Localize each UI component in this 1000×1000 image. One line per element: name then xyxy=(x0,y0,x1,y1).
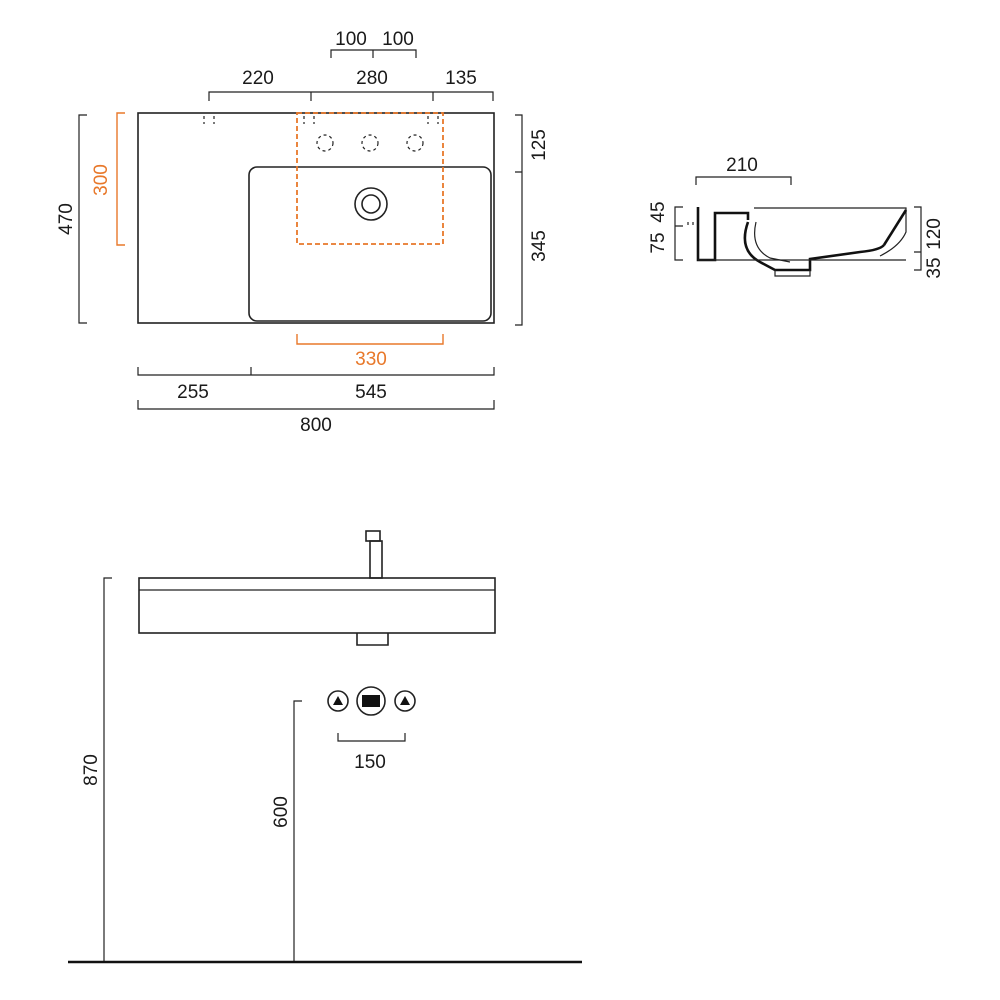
bowl-outline xyxy=(248,166,492,322)
section-back-wall xyxy=(696,207,750,262)
tap-hole-right xyxy=(406,134,424,152)
tap-spacing-right-label: 100 xyxy=(382,29,414,50)
bowl-offset-label: 210 xyxy=(726,155,758,176)
width-split-dimline xyxy=(137,367,495,376)
outlet-height-dimline xyxy=(293,700,302,962)
triangle-left-icon xyxy=(333,696,343,705)
section-rim xyxy=(754,207,907,257)
shelf-width-label: 255 xyxy=(177,382,209,403)
basin-top-outline xyxy=(137,112,495,324)
height-total-dimline xyxy=(78,114,87,324)
connector-right xyxy=(394,690,416,712)
offset-left-label: 220 xyxy=(242,68,274,89)
drain-inner xyxy=(361,194,381,214)
connector-spacing-dimline xyxy=(337,733,406,742)
rim-marks xyxy=(203,116,439,124)
tap-spacing-left-label: 100 xyxy=(335,29,367,50)
tap-zone-height-dimline xyxy=(116,112,125,246)
offset-dimline xyxy=(208,91,494,101)
section-bowl-inner xyxy=(754,221,791,263)
tap-spacing-dimline xyxy=(330,49,417,58)
tap-hole-center xyxy=(361,134,379,152)
section-marks xyxy=(687,222,694,225)
connector-spacing-label: 150 xyxy=(354,752,386,773)
bowl-width-label: 545 xyxy=(355,382,387,403)
square-center-icon xyxy=(362,695,380,707)
side-left-dimline xyxy=(674,206,683,261)
section-front-edge xyxy=(882,209,908,246)
total-width-label: 800 xyxy=(300,415,332,436)
faucet-body xyxy=(369,540,383,579)
side-section: 210 45 75 120 35 xyxy=(648,155,945,279)
side-right-dimline xyxy=(914,206,922,271)
section-bowl-curve xyxy=(743,221,886,272)
connector-center xyxy=(356,686,386,716)
basin-front xyxy=(138,577,496,634)
top-view: 100 100 220 280 135 470 300 125 345 330 … xyxy=(56,29,550,436)
total-width-dimline xyxy=(137,400,495,410)
triangle-right-icon xyxy=(400,696,410,705)
waste-outlet xyxy=(356,633,389,646)
tap-zone-height-label: 300 xyxy=(91,164,112,196)
bowl-offset-dimline xyxy=(695,176,792,185)
tap-zone-width-dimline xyxy=(296,334,444,345)
bowl-depth-label: 120 xyxy=(924,218,945,250)
depth-dimline xyxy=(515,114,523,326)
height-total-label: 470 xyxy=(56,203,77,235)
drain-outer xyxy=(354,187,388,221)
depth-bottom-label: 345 xyxy=(529,230,550,262)
outlet-height-label: 600 xyxy=(271,796,292,828)
rim-height-label: 45 xyxy=(648,201,669,222)
base-height-label: 35 xyxy=(924,257,945,278)
faucet-top xyxy=(365,530,381,542)
mount-height-dimline xyxy=(103,577,112,962)
offset-middle-label: 280 xyxy=(356,68,388,89)
front-height-label: 75 xyxy=(648,232,669,253)
offset-right-label: 135 xyxy=(445,68,477,89)
depth-top-label: 125 xyxy=(529,129,550,161)
mount-height-label: 870 xyxy=(81,754,102,786)
connector-left xyxy=(327,690,349,712)
tap-hole-left xyxy=(316,134,334,152)
tap-zone-outline xyxy=(296,112,444,245)
front-view: 150 870 600 xyxy=(68,530,582,964)
section-drain xyxy=(774,270,811,277)
tap-zone-width-label: 330 xyxy=(355,349,387,370)
